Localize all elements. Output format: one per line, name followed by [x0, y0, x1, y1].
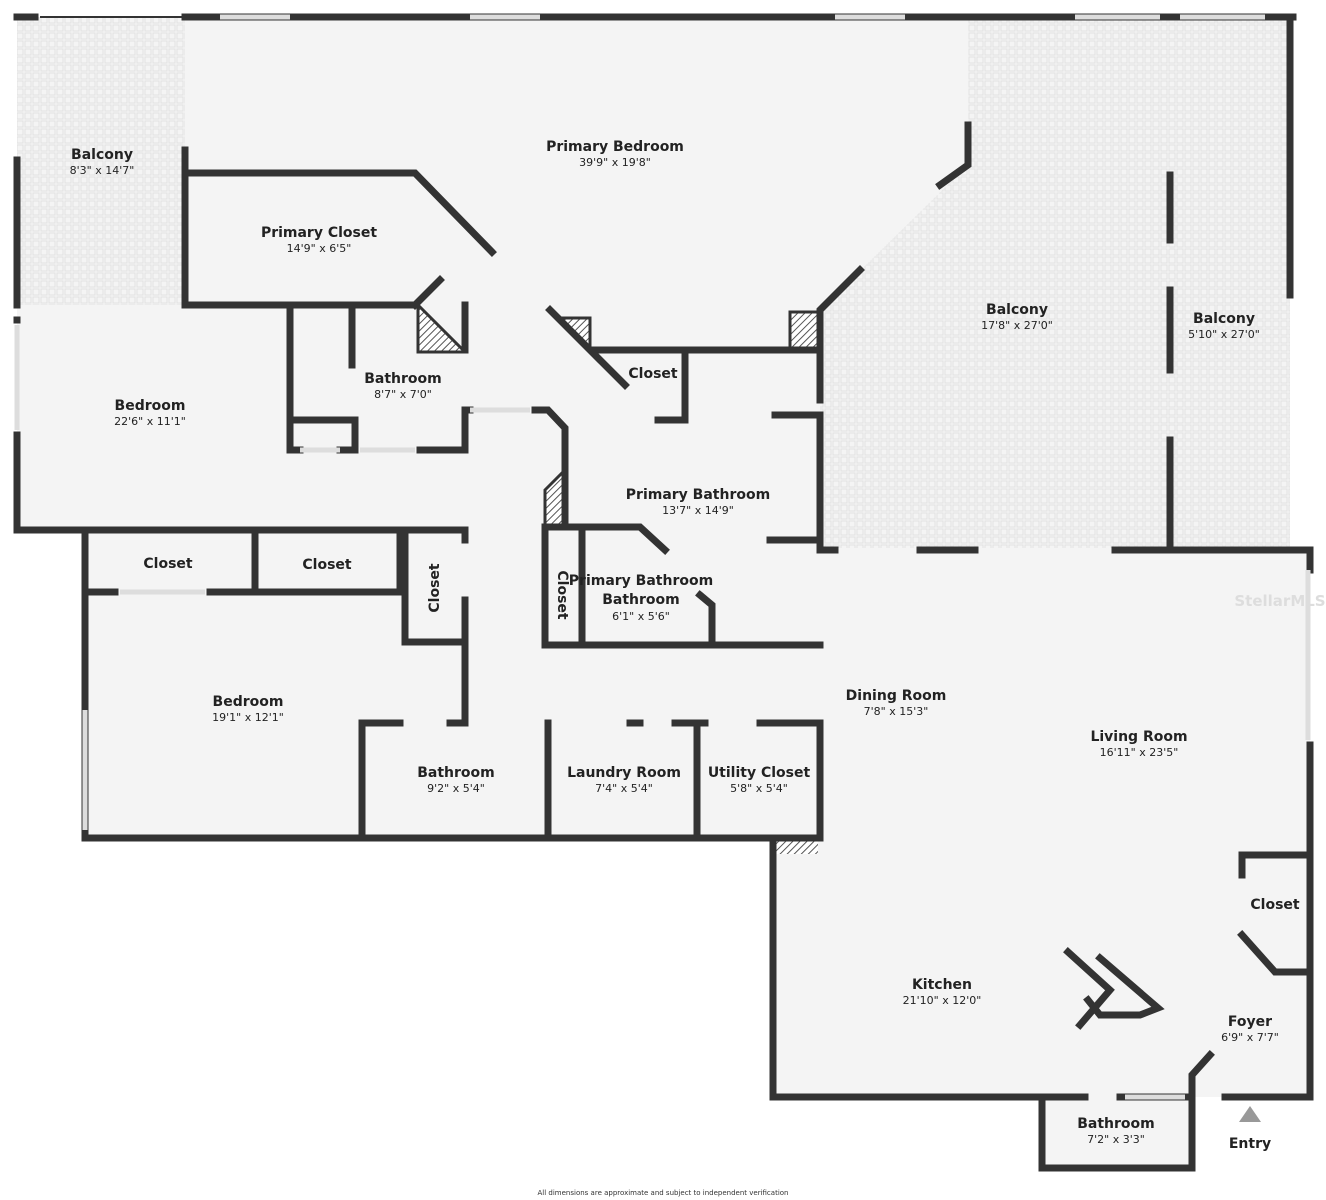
svg-text:7'4" x 5'4": 7'4" x 5'4" — [595, 782, 653, 795]
svg-text:Closet: Closet — [554, 570, 570, 620]
svg-text:21'10" x 12'0": 21'10" x 12'0" — [903, 994, 982, 1007]
svg-text:6'1" x 5'6": 6'1" x 5'6" — [612, 610, 670, 623]
svg-text:8'3" x 14'7": 8'3" x 14'7" — [70, 164, 135, 177]
svg-text:Primary Bathroom: Primary Bathroom — [626, 487, 770, 503]
entry-label: Entry — [1229, 1136, 1271, 1152]
room-closet-a: Closet — [143, 556, 193, 572]
svg-text:19'1" x 12'1": 19'1" x 12'1" — [212, 711, 284, 724]
svg-text:7'2" x 3'3": 7'2" x 3'3" — [1087, 1133, 1145, 1146]
svg-text:Bathroom: Bathroom — [602, 592, 680, 608]
svg-text:Living Room: Living Room — [1090, 729, 1187, 745]
room-closet-primary: Closet — [628, 366, 678, 382]
svg-text:Closet: Closet — [427, 563, 443, 613]
svg-text:Utility Closet: Utility Closet — [708, 765, 811, 781]
svg-text:5'8" x 5'4": 5'8" x 5'4" — [730, 782, 788, 795]
svg-text:Balcony: Balcony — [71, 147, 133, 163]
svg-text:Foyer: Foyer — [1228, 1014, 1272, 1030]
svg-text:Bathroom: Bathroom — [417, 765, 495, 781]
watermark: StellarMLS — [1234, 592, 1325, 610]
svg-text:39'9" x 19'8": 39'9" x 19'8" — [579, 156, 651, 169]
svg-text:Primary Bathroom: Primary Bathroom — [569, 573, 713, 589]
svg-text:22'6" x 11'1": 22'6" x 11'1" — [114, 415, 186, 428]
svg-text:Dining Room: Dining Room — [846, 688, 947, 704]
svg-text:Bedroom: Bedroom — [213, 694, 284, 710]
svg-text:Bathroom: Bathroom — [1077, 1116, 1155, 1132]
balcony-left-floor — [17, 17, 185, 305]
room-closet-b: Closet — [302, 557, 352, 573]
svg-text:13'7" x 14'9": 13'7" x 14'9" — [662, 504, 734, 517]
svg-text:5'10" x 27'0": 5'10" x 27'0" — [1188, 328, 1260, 341]
svg-text:Closet: Closet — [302, 557, 352, 573]
room-closet-d: Closet — [554, 570, 570, 620]
svg-text:Balcony: Balcony — [986, 302, 1048, 318]
svg-text:Kitchen: Kitchen — [912, 977, 972, 993]
svg-text:7'8" x 15'3": 7'8" x 15'3" — [864, 705, 929, 718]
svg-text:14'9" x 6'5": 14'9" x 6'5" — [287, 242, 352, 255]
svg-text:8'7" x 7'0": 8'7" x 7'0" — [374, 388, 432, 401]
svg-text:Closet: Closet — [628, 366, 678, 382]
svg-text:Bathroom: Bathroom — [364, 371, 442, 387]
room-closet-c: Closet — [427, 563, 443, 613]
svg-text:Primary Closet: Primary Closet — [261, 225, 377, 241]
svg-text:16'11" x 23'5": 16'11" x 23'5" — [1100, 746, 1179, 759]
floor-areas — [0, 17, 1310, 1200]
svg-text:6'9" x 7'7": 6'9" x 7'7" — [1221, 1031, 1279, 1044]
walls — [13, 13, 1314, 1172]
svg-text:Primary Bedroom: Primary Bedroom — [546, 139, 684, 155]
svg-text:9'2" x 5'4": 9'2" x 5'4" — [427, 782, 485, 795]
room-closet-foyer: Closet — [1250, 897, 1300, 913]
svg-text:Balcony: Balcony — [1193, 311, 1255, 327]
footnote: All dimensions are approximate and subje… — [538, 1189, 789, 1197]
svg-text:17'8" x 27'0": 17'8" x 27'0" — [981, 319, 1053, 332]
svg-text:Bedroom: Bedroom — [115, 398, 186, 414]
entry-arrow-icon — [1239, 1106, 1261, 1122]
svg-text:Closet: Closet — [1250, 897, 1300, 913]
svg-text:Laundry Room: Laundry Room — [567, 765, 681, 781]
svg-text:Closet: Closet — [143, 556, 193, 572]
